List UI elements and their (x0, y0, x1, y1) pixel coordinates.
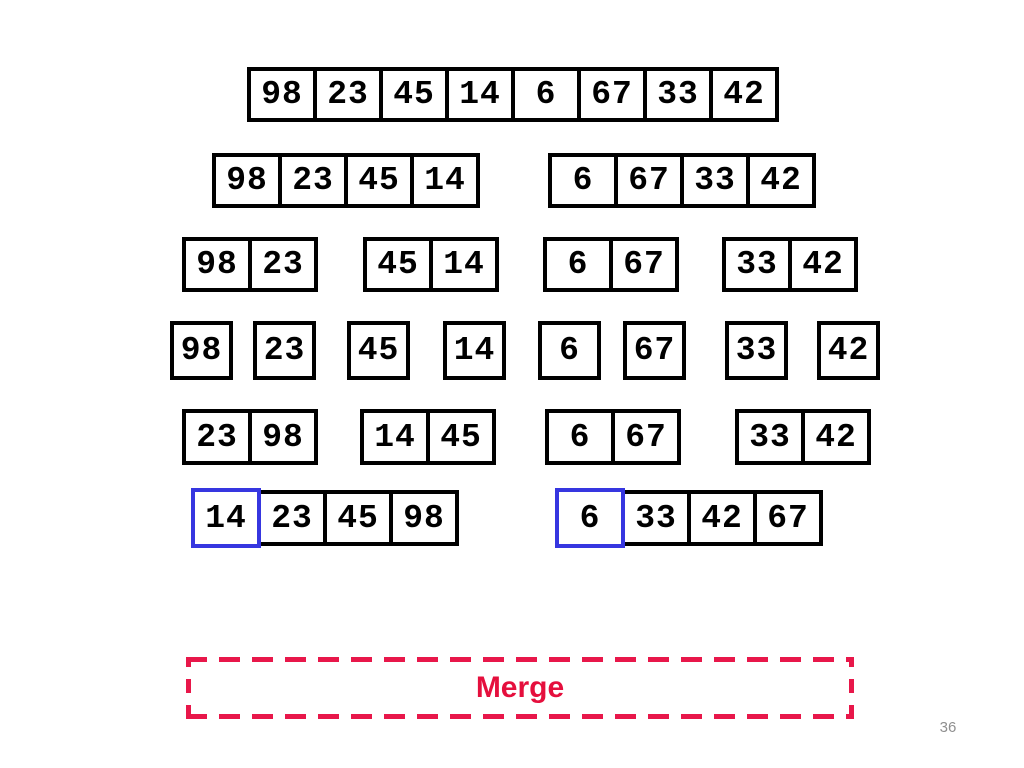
array-cell: 67 (611, 409, 681, 465)
array-cell: 33 (722, 237, 792, 292)
array-cell: 42 (788, 237, 858, 292)
array-cell: 67 (577, 67, 647, 122)
array-cell: 45 (347, 321, 410, 380)
array-cell: 6 (511, 67, 581, 122)
array-group-split-singles: 42 (817, 321, 880, 380)
array-cell: 14 (445, 67, 515, 122)
array-group-split-singles: 14 (443, 321, 506, 380)
array-cell: 33 (680, 153, 750, 208)
array-cell: 33 (735, 409, 805, 465)
array-cell: 45 (426, 409, 496, 465)
array-cell: 42 (687, 490, 757, 546)
array-cell: 45 (344, 153, 414, 208)
array-cell: 23 (182, 409, 252, 465)
array-cell: 23 (253, 321, 316, 380)
array-cell: 23 (257, 490, 327, 546)
array-group-split-singles: 6 (538, 321, 601, 380)
array-cell: 98 (248, 409, 318, 465)
array-cell: 33 (621, 490, 691, 546)
array-cell: 98 (182, 237, 252, 292)
array-cell: 6 (548, 153, 618, 208)
array-cell: 67 (609, 237, 679, 292)
array-cell: 6 (543, 237, 613, 292)
array-cell: 33 (643, 67, 713, 122)
array-cell: 98 (247, 67, 317, 122)
array-group-split-singles: 98 (170, 321, 233, 380)
array-group-split-singles: 33 (725, 321, 788, 380)
array-cell: 6 (545, 409, 615, 465)
array-group-split-singles: 23 (253, 321, 316, 380)
array-cell: 45 (363, 237, 433, 292)
array-cell: 98 (170, 321, 233, 380)
array-cell: 45 (323, 490, 393, 546)
array-cell: 23 (248, 237, 318, 292)
array-cell: 14 (443, 321, 506, 380)
array-cell: 33 (725, 321, 788, 380)
array-cell: 14 (360, 409, 430, 465)
array-cell: 42 (817, 321, 880, 380)
array-cell: 98 (212, 153, 282, 208)
array-cell: 42 (709, 67, 779, 122)
array-cell: 14 (429, 237, 499, 292)
page-number: 36 (939, 719, 957, 736)
merge-step-box: Merge (186, 657, 854, 719)
array-cell: 23 (313, 67, 383, 122)
array-cell: 67 (623, 321, 686, 380)
array-cell: 14 (410, 153, 480, 208)
array-cell: 98 (389, 490, 459, 546)
array-cell: 42 (746, 153, 816, 208)
array-cell: 45 (379, 67, 449, 122)
array-cell-highlighted: 14 (191, 488, 261, 548)
merge-label: Merge (475, 671, 565, 704)
array-cell: 67 (614, 153, 684, 208)
array-group-split-singles: 67 (623, 321, 686, 380)
array-group-split-singles: 45 (347, 321, 410, 380)
array-cell: 42 (801, 409, 871, 465)
array-cell: 23 (278, 153, 348, 208)
array-cell: 6 (538, 321, 601, 380)
array-cell-highlighted: 6 (555, 488, 625, 548)
array-cell: 67 (753, 490, 823, 546)
